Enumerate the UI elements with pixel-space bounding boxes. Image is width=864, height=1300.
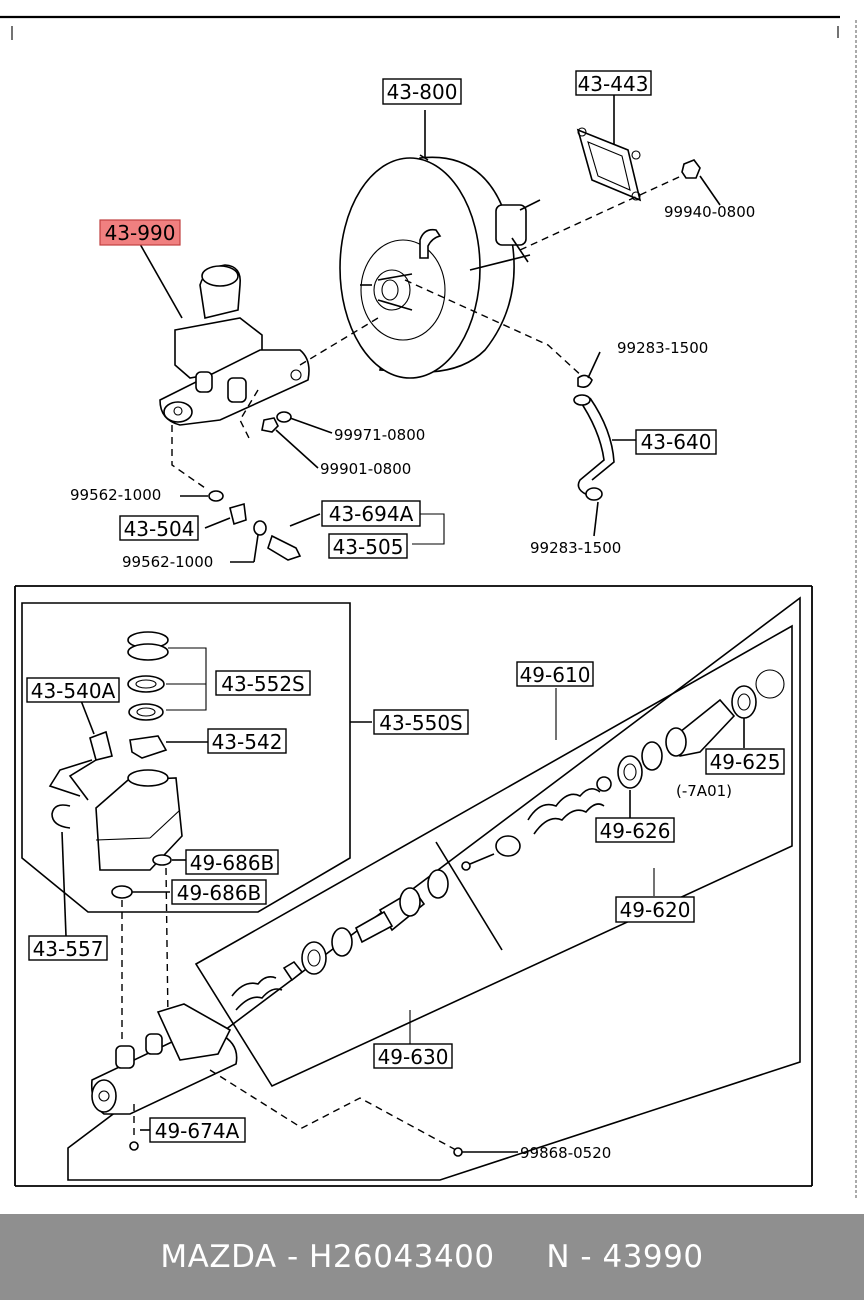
svg-text:49-626: 49-626 [600, 819, 671, 843]
label-49-620[interactable]: 49-620 [615, 896, 695, 923]
cylinder-body [90, 1003, 518, 1157]
booster-nut [681, 159, 721, 206]
svg-text:43-557: 43-557 [33, 937, 104, 961]
svg-text:49-610: 49-610 [520, 663, 591, 687]
label-49-674A[interactable]: 49-674A [149, 1117, 246, 1143]
label-43-550S[interactable]: 43-550S [373, 709, 469, 735]
exploded-cylinder-box [67, 596, 801, 1181]
label-99562-1000-b[interactable]: 99562-1000 [122, 553, 213, 571]
part-number-caption: MAZDA - H26043400 N - 43990 [160, 1239, 704, 1275]
svg-text:49-674A: 49-674A [155, 1119, 240, 1143]
label-99901-0800[interactable]: 99901-0800 [320, 460, 411, 478]
booster-gasket [519, 95, 691, 251]
svg-text:49-686B: 49-686B [190, 851, 275, 875]
svg-text:43-550S: 43-550S [379, 711, 463, 735]
page-frame [0, 15, 857, 1200]
label-99283-1500-a[interactable]: 99283-1500 [617, 339, 708, 357]
label-99562-1000-a[interactable]: 99562-1000 [70, 486, 161, 504]
svg-text:43-800: 43-800 [387, 80, 458, 104]
label-49-626[interactable]: 49-626 [595, 817, 675, 843]
svg-text:43-540A: 43-540A [31, 679, 116, 703]
label-43-800[interactable]: 43-800 [382, 78, 462, 105]
svg-text:43-552S: 43-552S [221, 672, 305, 696]
label-49-610[interactable]: 49-610 [516, 661, 594, 687]
svg-text:43-694A: 43-694A [329, 502, 414, 526]
reservoir-box [21, 602, 372, 913]
svg-text:43-443: 43-443 [578, 72, 649, 96]
brake-booster [339, 110, 541, 379]
label-43-557[interactable]: 43-557 [28, 935, 108, 961]
label-43-504[interactable]: 43-504 [119, 515, 199, 541]
label-43-640[interactable]: 43-640 [635, 429, 717, 455]
label-43-443[interactable]: 43-443 [575, 70, 652, 96]
parts-diagram: 43-800 43-443 99940-0800 43-990 99283-15… [0, 15, 857, 1200]
svg-text:43-990: 43-990 [105, 221, 176, 245]
label-43-542[interactable]: 43-542 [207, 728, 287, 754]
svg-text:43-504: 43-504 [124, 517, 195, 541]
label-7A01-note: (-7A01) [676, 782, 732, 800]
reservoir-parts [48, 631, 208, 1040]
vacuum-hose [404, 279, 636, 537]
label-99283-1500-b[interactable]: 99283-1500 [530, 539, 621, 557]
label-99868-0520[interactable]: 99868-0520 [520, 1144, 611, 1162]
label-43-505[interactable]: 43-505 [328, 533, 408, 559]
svg-text:43-505: 43-505 [333, 535, 404, 559]
label-49-686B-b[interactable]: 49-686B [171, 879, 267, 905]
label-43-990-highlighted[interactable]: 43-990 [99, 219, 181, 246]
footer-bar: MAZDA - H26043400 N - 43990 [0, 1214, 864, 1300]
lower-frame [14, 585, 813, 1187]
mounting-hardware [180, 411, 445, 563]
label-43-540A[interactable]: 43-540A [26, 677, 120, 703]
svg-text:49-686B: 49-686B [177, 881, 262, 905]
label-99940-0800[interactable]: 99940-0800 [664, 203, 755, 221]
label-49-686B-a[interactable]: 49-686B [185, 849, 279, 875]
master-cylinder [139, 243, 379, 491]
svg-text:49-630: 49-630 [378, 1045, 449, 1069]
secondary-piston-parts [461, 669, 785, 871]
svg-text:49-625: 49-625 [710, 750, 781, 774]
svg-text:43-640: 43-640 [641, 430, 712, 454]
svg-text:49-620: 49-620 [620, 898, 691, 922]
label-43-552S[interactable]: 43-552S [215, 670, 311, 696]
label-99971-0800[interactable]: 99971-0800 [334, 426, 425, 444]
svg-text:43-542: 43-542 [212, 730, 283, 754]
label-49-625[interactable]: 49-625 [705, 748, 785, 775]
label-49-630[interactable]: 49-630 [373, 1043, 453, 1069]
primary-piston-parts [231, 869, 449, 1011]
label-43-694A[interactable]: 43-694A [321, 500, 421, 527]
